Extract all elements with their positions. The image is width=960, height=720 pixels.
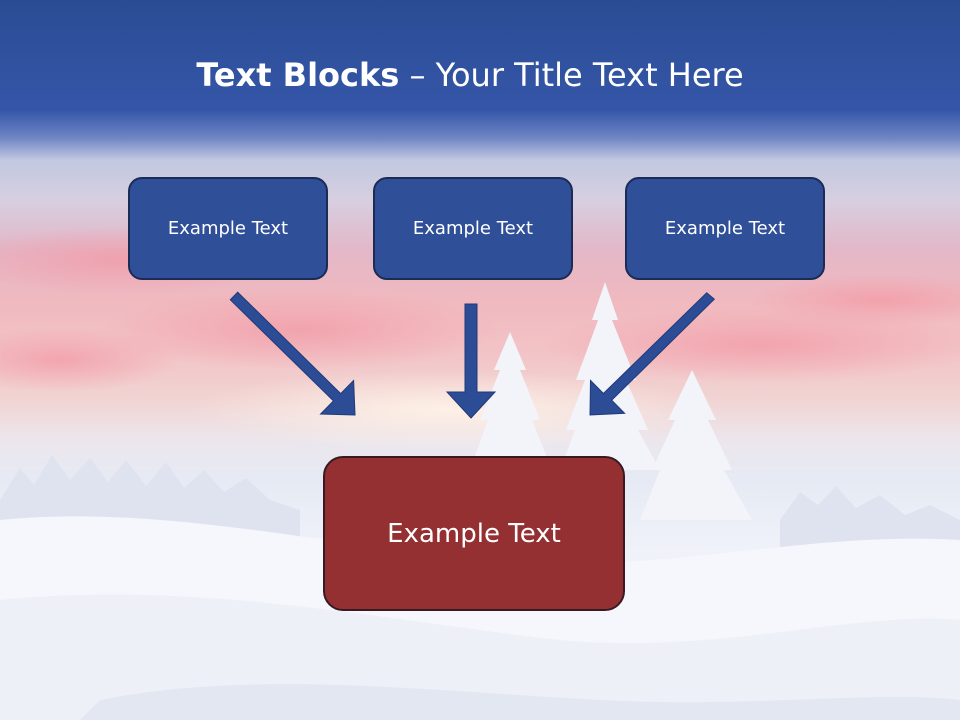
arrow-center — [445, 303, 497, 419]
arrow-left — [229, 291, 356, 416]
title-bold: Text Blocks — [196, 56, 400, 94]
text-block-1-label: Example Text — [167, 218, 289, 239]
target-block-label: Example Text — [387, 518, 561, 549]
title-rest: Your Title Text Here — [435, 56, 744, 94]
text-block-2-label: Example Text — [412, 218, 534, 239]
text-block-3: Example Text — [625, 177, 825, 280]
arrows — [229, 291, 716, 419]
snow-ground — [0, 516, 960, 720]
snow-trees — [470, 282, 752, 520]
text-block-3-label: Example Text — [664, 218, 786, 239]
text-block-2: Example Text — [373, 177, 573, 280]
title-dash: – — [399, 56, 436, 94]
slide-title: Text Blocks – Your Title Text Here — [0, 52, 940, 98]
text-block-1: Example Text — [128, 177, 328, 280]
arrow-right — [589, 292, 716, 416]
target-block: Example Text — [323, 456, 625, 611]
